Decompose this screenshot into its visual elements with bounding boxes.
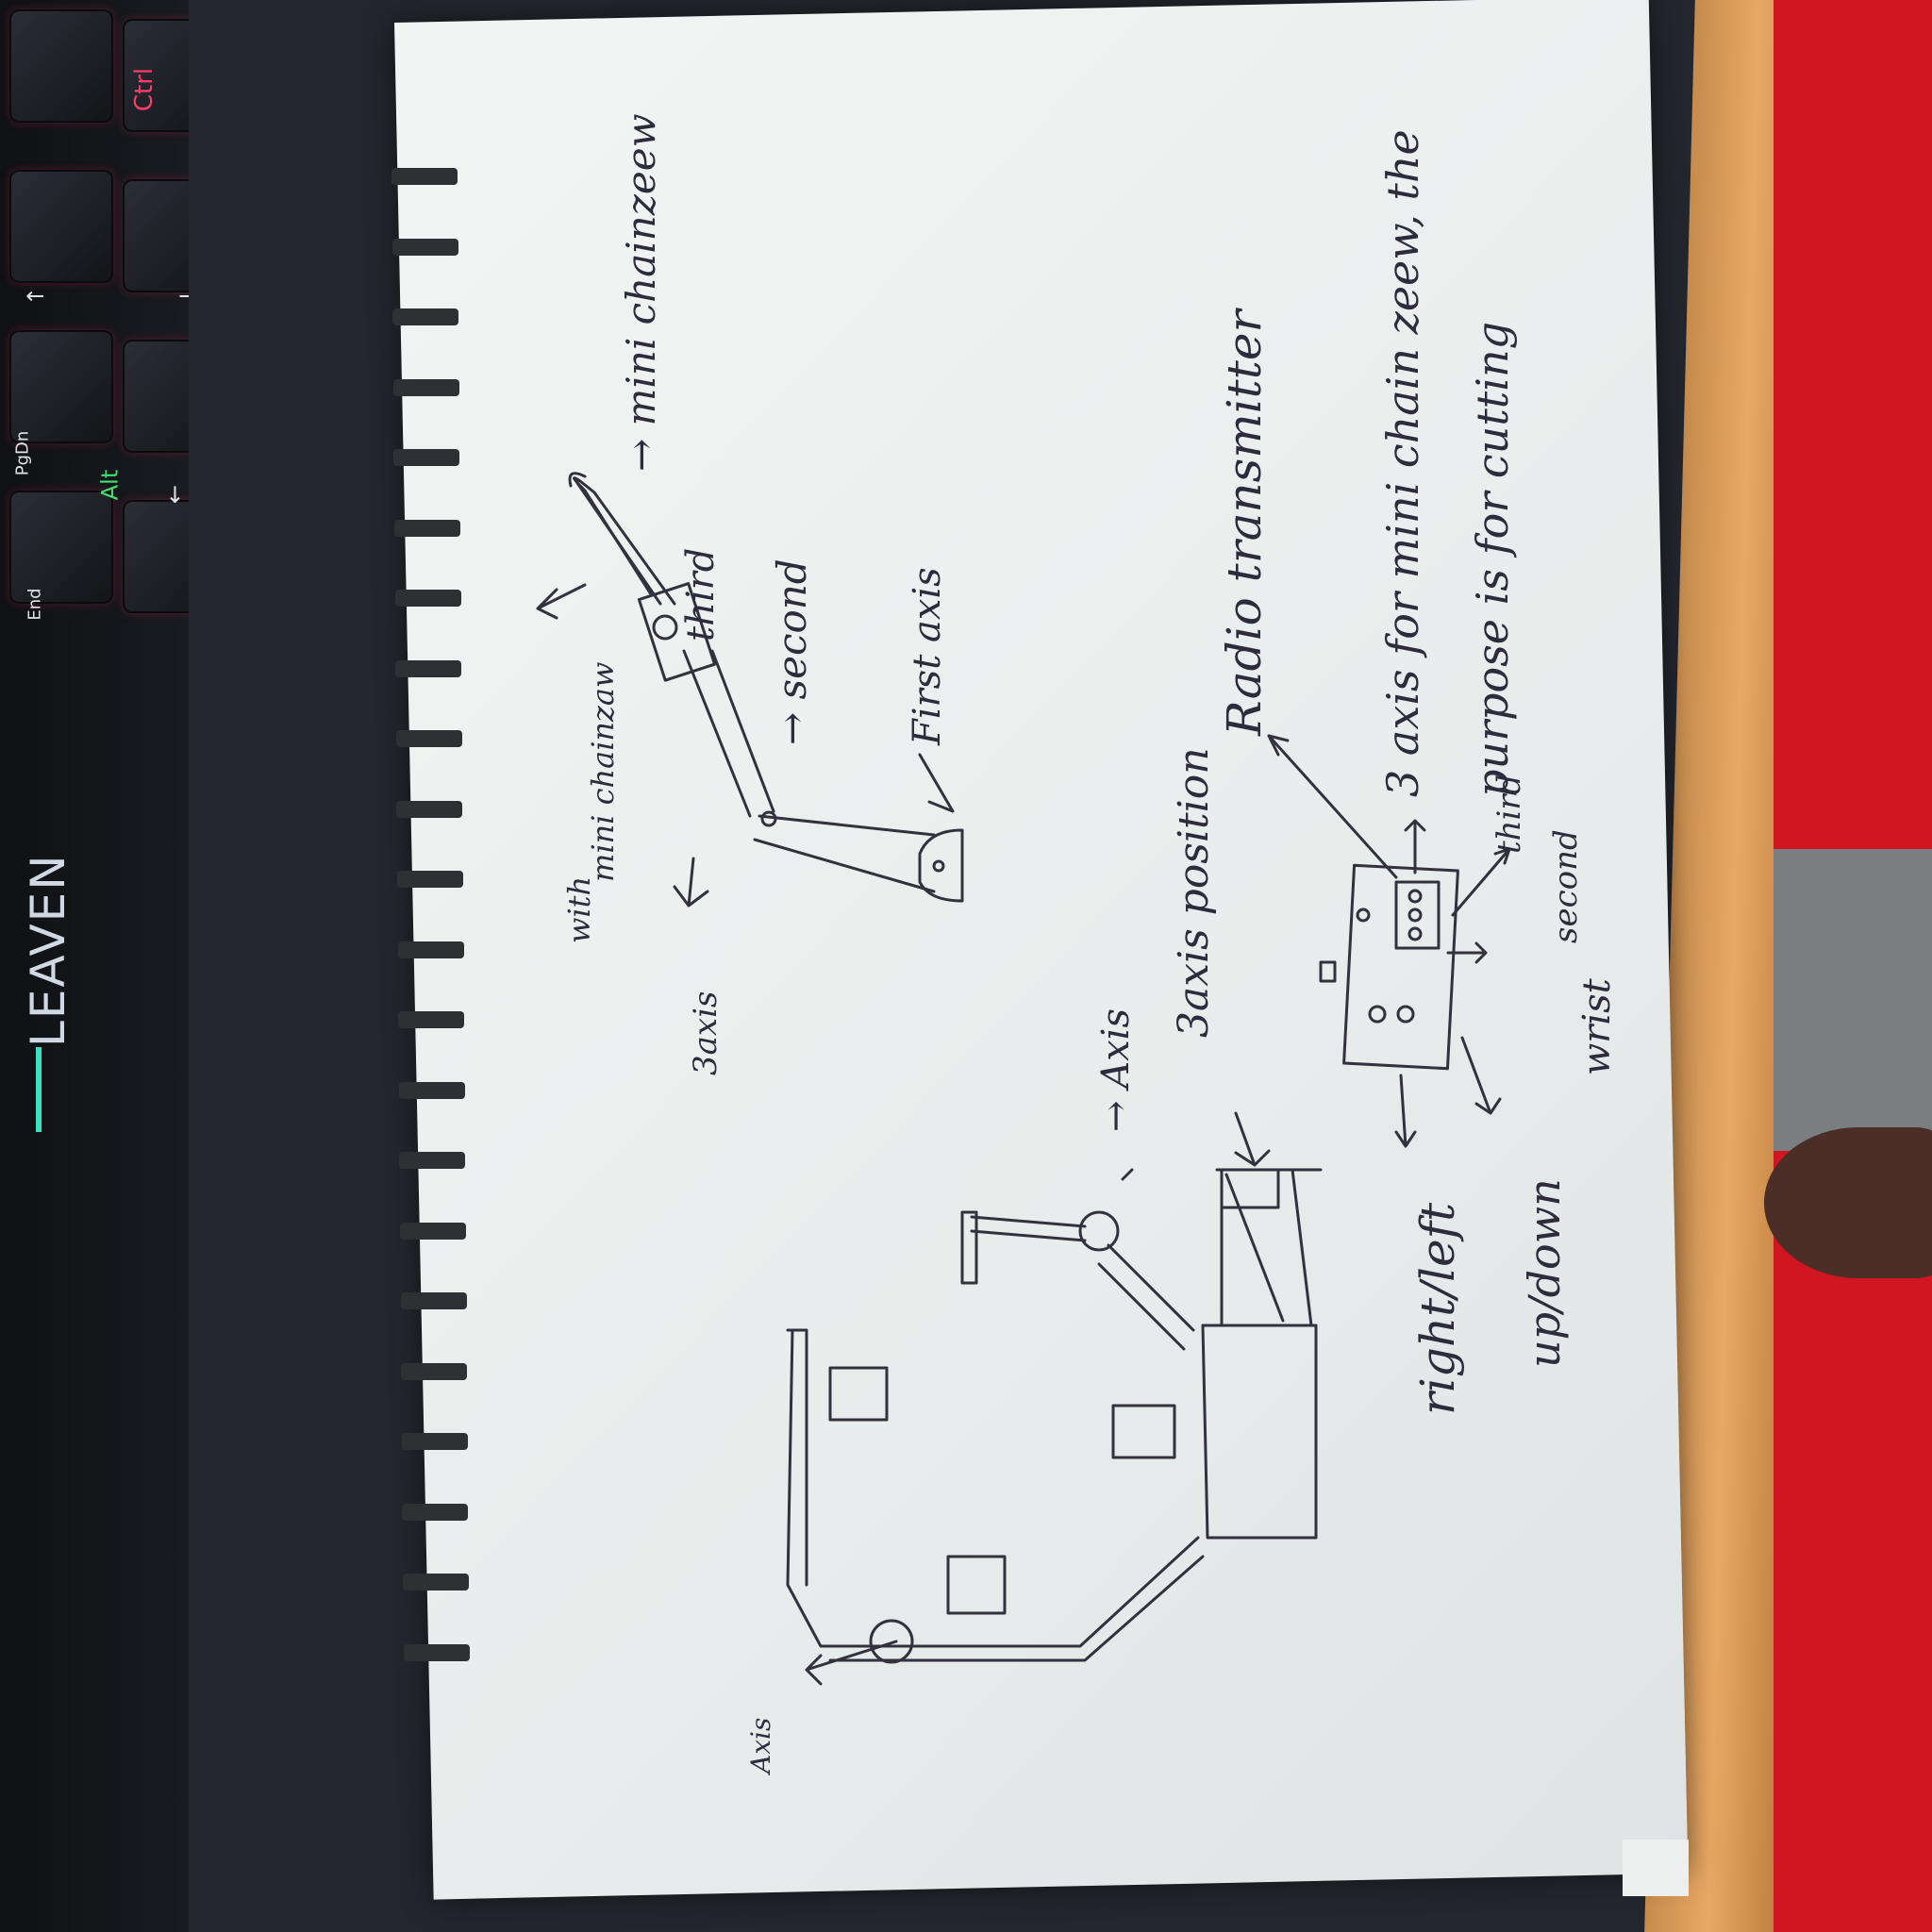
servo-box-1 — [828, 1366, 889, 1422]
bottom-robot-end-effector — [960, 1210, 978, 1285]
label-mini-chainzeew: → mini chainzeew — [618, 113, 664, 472]
bottom-robot-upper-arm — [1097, 1243, 1195, 1351]
label-first-axis: First axis — [906, 567, 949, 745]
label-3axis-position: 3axis position — [1170, 747, 1218, 1038]
spiral-ring — [399, 1152, 466, 1169]
hand — [1764, 1127, 1932, 1278]
spiral-ring — [403, 1643, 470, 1661]
brand-accent-bar — [36, 1047, 42, 1132]
spiral-ring — [398, 1081, 465, 1099]
keyboard-key — [9, 170, 113, 283]
arrow-third — [1446, 941, 1488, 964]
bottom-robot-base-box — [1201, 1324, 1318, 1540]
transmitter-led — [1356, 908, 1371, 923]
top-arm-base-pivot — [932, 859, 945, 873]
arrow-lower-joint — [805, 1640, 898, 1686]
spiral-ring — [401, 1362, 468, 1380]
arrow-chainsaw-left — [536, 583, 587, 620]
label-mini-chainzaw: mini chainzaw — [585, 661, 621, 882]
label-wrist: wrist — [1575, 978, 1619, 1075]
transmitter-stick-left — [1368, 1005, 1387, 1024]
spiral-ring — [398, 1011, 465, 1028]
bottom-robot-top-block — [1220, 1168, 1280, 1209]
keyboard-key — [9, 491, 113, 604]
spiral-ring — [393, 449, 460, 466]
spiral-ring — [394, 590, 461, 607]
label-up-down: up/down — [1519, 1178, 1570, 1368]
spiral-ring — [391, 238, 458, 256]
servo-box-3 — [946, 1555, 1007, 1615]
bottom-robot-axis-joint — [1078, 1210, 1120, 1252]
arrow-first-axis — [918, 753, 955, 813]
top-arm-second-link — [682, 649, 775, 818]
top-arm-first-link — [753, 814, 936, 893]
notebook-page-corner — [1623, 1840, 1689, 1896]
label-axis-small: Axis — [745, 1717, 776, 1774]
note-line-2: purpose is for cutting — [1467, 321, 1518, 797]
keyboard-key — [9, 9, 113, 123]
arrow-up-down — [1460, 1036, 1502, 1115]
label-second-control: second — [1547, 829, 1585, 943]
servo-box-2 — [1111, 1404, 1176, 1459]
label-second: → second — [769, 558, 815, 745]
spiral-ring — [397, 871, 463, 888]
transmitter-button-2 — [1407, 908, 1423, 923]
chainsaw-chain — [568, 472, 662, 606]
spiral-ring — [401, 1433, 468, 1450]
bottom-robot-lower-joint — [869, 1619, 914, 1664]
spiral-ring — [391, 168, 458, 185]
spiral-ring — [395, 659, 462, 677]
spiral-ring — [400, 1292, 467, 1309]
label-axis-arrow: → Axis — [1094, 1008, 1138, 1132]
floor-patch — [1774, 849, 1932, 1151]
arrow-right-left — [1394, 1074, 1417, 1148]
transmitter-antenna-port — [1319, 960, 1337, 983]
spiral-ring — [396, 800, 463, 818]
spiral-ring — [397, 941, 464, 958]
label-right-left: right/left — [1410, 1202, 1465, 1415]
transmitter-button-1 — [1407, 889, 1423, 904]
arrow-3axis-position — [1234, 1111, 1271, 1167]
top-arm-wrist-block — [637, 582, 717, 682]
label-third: third — [679, 547, 723, 641]
keyboard-key — [9, 330, 113, 443]
bottom-robot-side-rail — [786, 1328, 808, 1587]
spiral-ring — [394, 519, 460, 537]
chainsaw-blade — [573, 476, 676, 606]
label-radio-transmitter: Radio transmitter — [1217, 309, 1272, 736]
arrow-second — [1451, 847, 1511, 917]
label-third-control: third — [1491, 774, 1528, 854]
label-with: with — [561, 875, 597, 943]
bottom-robot-tower — [1215, 1168, 1323, 1327]
arrow-elbow — [673, 857, 709, 908]
label-3axis-top: 3axis — [687, 991, 724, 1075]
spiral-ring — [392, 308, 459, 325]
transmitter-body — [1342, 863, 1459, 1071]
spiral-ring — [395, 730, 462, 747]
spiral-ring — [403, 1574, 469, 1591]
note-line-1: 3 axis for mini chain zeew, the — [1377, 129, 1428, 797]
bottom-robot-forearm — [970, 1215, 1087, 1242]
top-arm-wrist-joint — [652, 614, 678, 641]
arrow-3axis-note — [1404, 819, 1426, 874]
top-arm-elbow-joint — [760, 810, 777, 827]
spiral-ring — [402, 1503, 469, 1521]
transmitter-button-3 — [1407, 926, 1423, 941]
arrow-axis-label — [1121, 1168, 1134, 1181]
spiral-ring — [400, 1222, 466, 1240]
bottom-robot-lower-frame — [786, 1328, 1205, 1662]
arrow-radio-transmitter — [1267, 734, 1398, 879]
spiral-ring — [392, 378, 459, 396]
transmitter-display — [1394, 880, 1441, 950]
transmitter-stick-right — [1396, 1005, 1415, 1024]
